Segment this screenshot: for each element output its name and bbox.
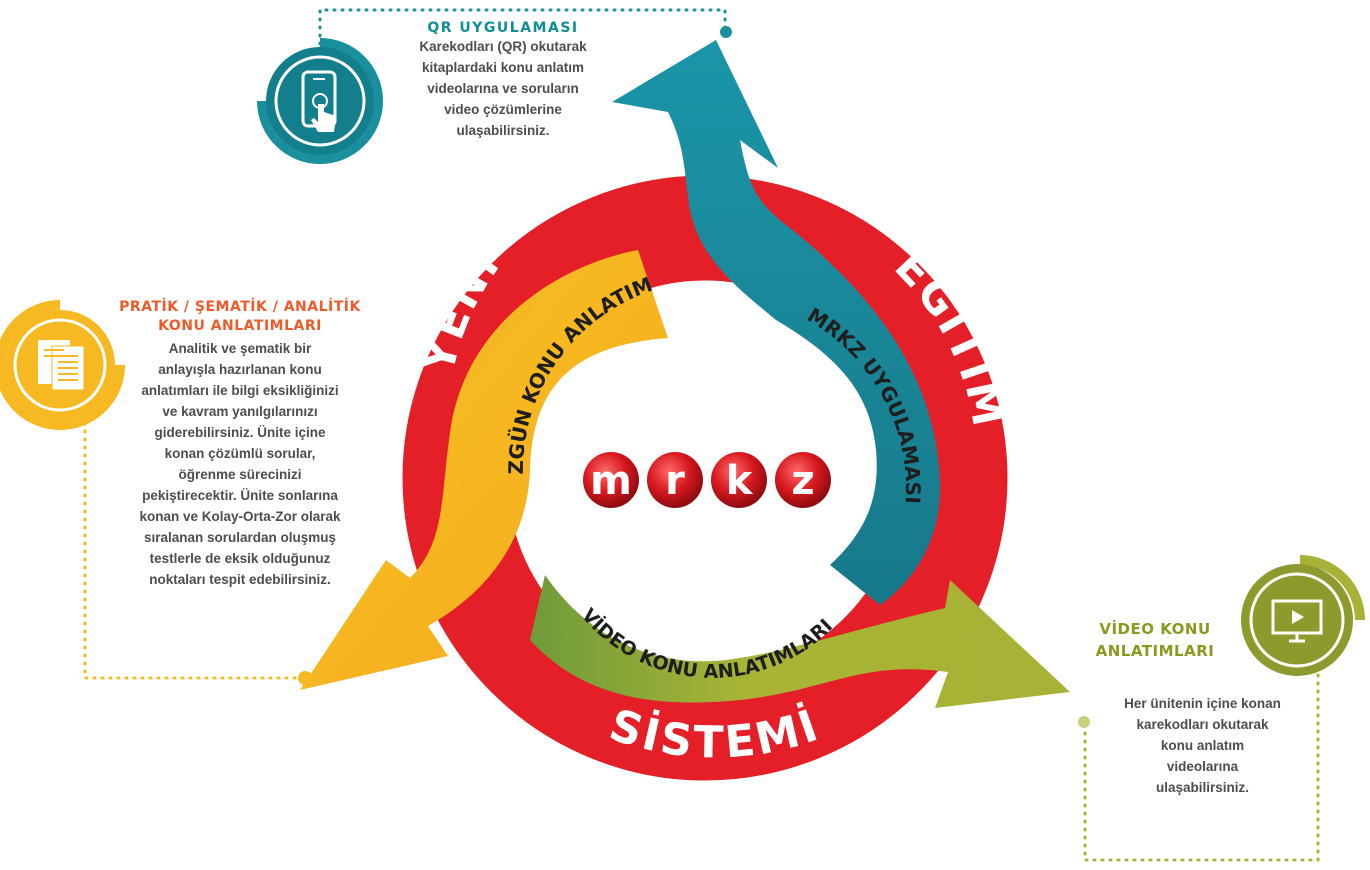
pratik-title-line: KONU ANLATIMLARI [158,318,322,334]
pratik-title: PRATİK / ŞEMATİK / ANALİTİK KONU ANLATIM… [95,298,385,336]
smartphone-touch-icon [257,38,383,164]
video-line: videolarına [1166,759,1239,774]
green-arrow [530,575,1070,708]
qr-line: ulaşabilirsiniz. [456,123,550,138]
logo-letter: k [726,458,754,504]
video-line: konu anlatım [1160,738,1245,753]
pratik-line: giderebilirsiniz. Ünite içine [154,425,326,440]
video-title-block: VİDEO KONU ANLATIMLARI [1085,618,1225,662]
video-line: ulaşabilirsiniz. [1155,780,1250,795]
pratik-line: testlerle de eksik olduğunuz [149,551,331,566]
qr-line: kitaplardaki konu anlatım [421,60,585,75]
documents-icon [0,300,125,430]
video-line: karekodları okutarak [1136,717,1269,732]
logo-letter: r [665,458,685,504]
yellow-arrow [300,250,668,690]
pratik-line: sıralanan sorulardan oluşmuş [143,530,337,545]
pratik-connector-dot [298,671,312,685]
qr-description: Karekodları (QR) okutarak kitaplardaki k… [383,36,623,141]
video-title-line: VİDEO KONU [1099,620,1211,638]
video-title: VİDEO KONU ANLATIMLARI [1085,618,1225,662]
logo-letter: z [791,458,814,504]
mrkz-logo: m r k z [579,448,835,512]
qr-info-block: QR UYGULAMASI Karekodları (QR) okutarak … [383,20,623,141]
logo-ball: z [771,448,835,512]
monitor-play-icon [1241,555,1365,676]
logo-ball: m [579,448,643,512]
pratik-line: pekiştirecektir. Ünite sonlarına [142,488,338,503]
video-title-line: ANLATIMLARI [1095,642,1215,660]
logo-letter: m [590,458,632,504]
pratik-line: konan ve Kolay-Orta-Zor olarak [139,509,341,524]
pratik-line: anlayışla hazırlanan konu [158,362,322,377]
qr-connector-dot [720,26,732,38]
logo-ball: k [707,448,771,512]
qr-line: Karekodları (QR) okutarak [419,39,587,54]
pratik-line: konan çözümlü sorular, [164,446,316,461]
video-connector [1083,663,1320,862]
qr-title: QR UYGULAMASI [427,20,579,36]
teal-arrow [612,40,941,605]
pratik-line: noktaları tespit edebilirsiniz. [149,572,331,587]
logo-ball: r [643,448,707,512]
video-connector-dot [1078,716,1090,728]
pratik-line: öğrenme sürecinizi [178,467,302,482]
pratik-info-block: PRATİK / ŞEMATİK / ANALİTİK KONU ANLATIM… [95,298,385,590]
qr-connector [318,8,727,62]
pratik-line: ve kavram yanılgılarınızı [162,404,318,419]
video-description: Her ünitenin içine konan karekodları oku… [1090,693,1315,798]
pratik-title-line: PRATİK / ŞEMATİK / ANALİTİK [119,299,361,315]
qr-line: videolarına ve soruların [427,81,579,96]
pratik-line: anlatımları ile bilgi eksikliğinizi [141,383,339,398]
pratik-line: Analitik ve şematik bir [168,341,312,356]
pratik-description: Analitik ve şematik bir anlayışla hazırl… [120,338,360,590]
video-line: Her ünitenin içine konan [1124,696,1281,711]
pratik-connector [83,413,302,680]
qr-line: video çözümlerine [444,102,562,117]
